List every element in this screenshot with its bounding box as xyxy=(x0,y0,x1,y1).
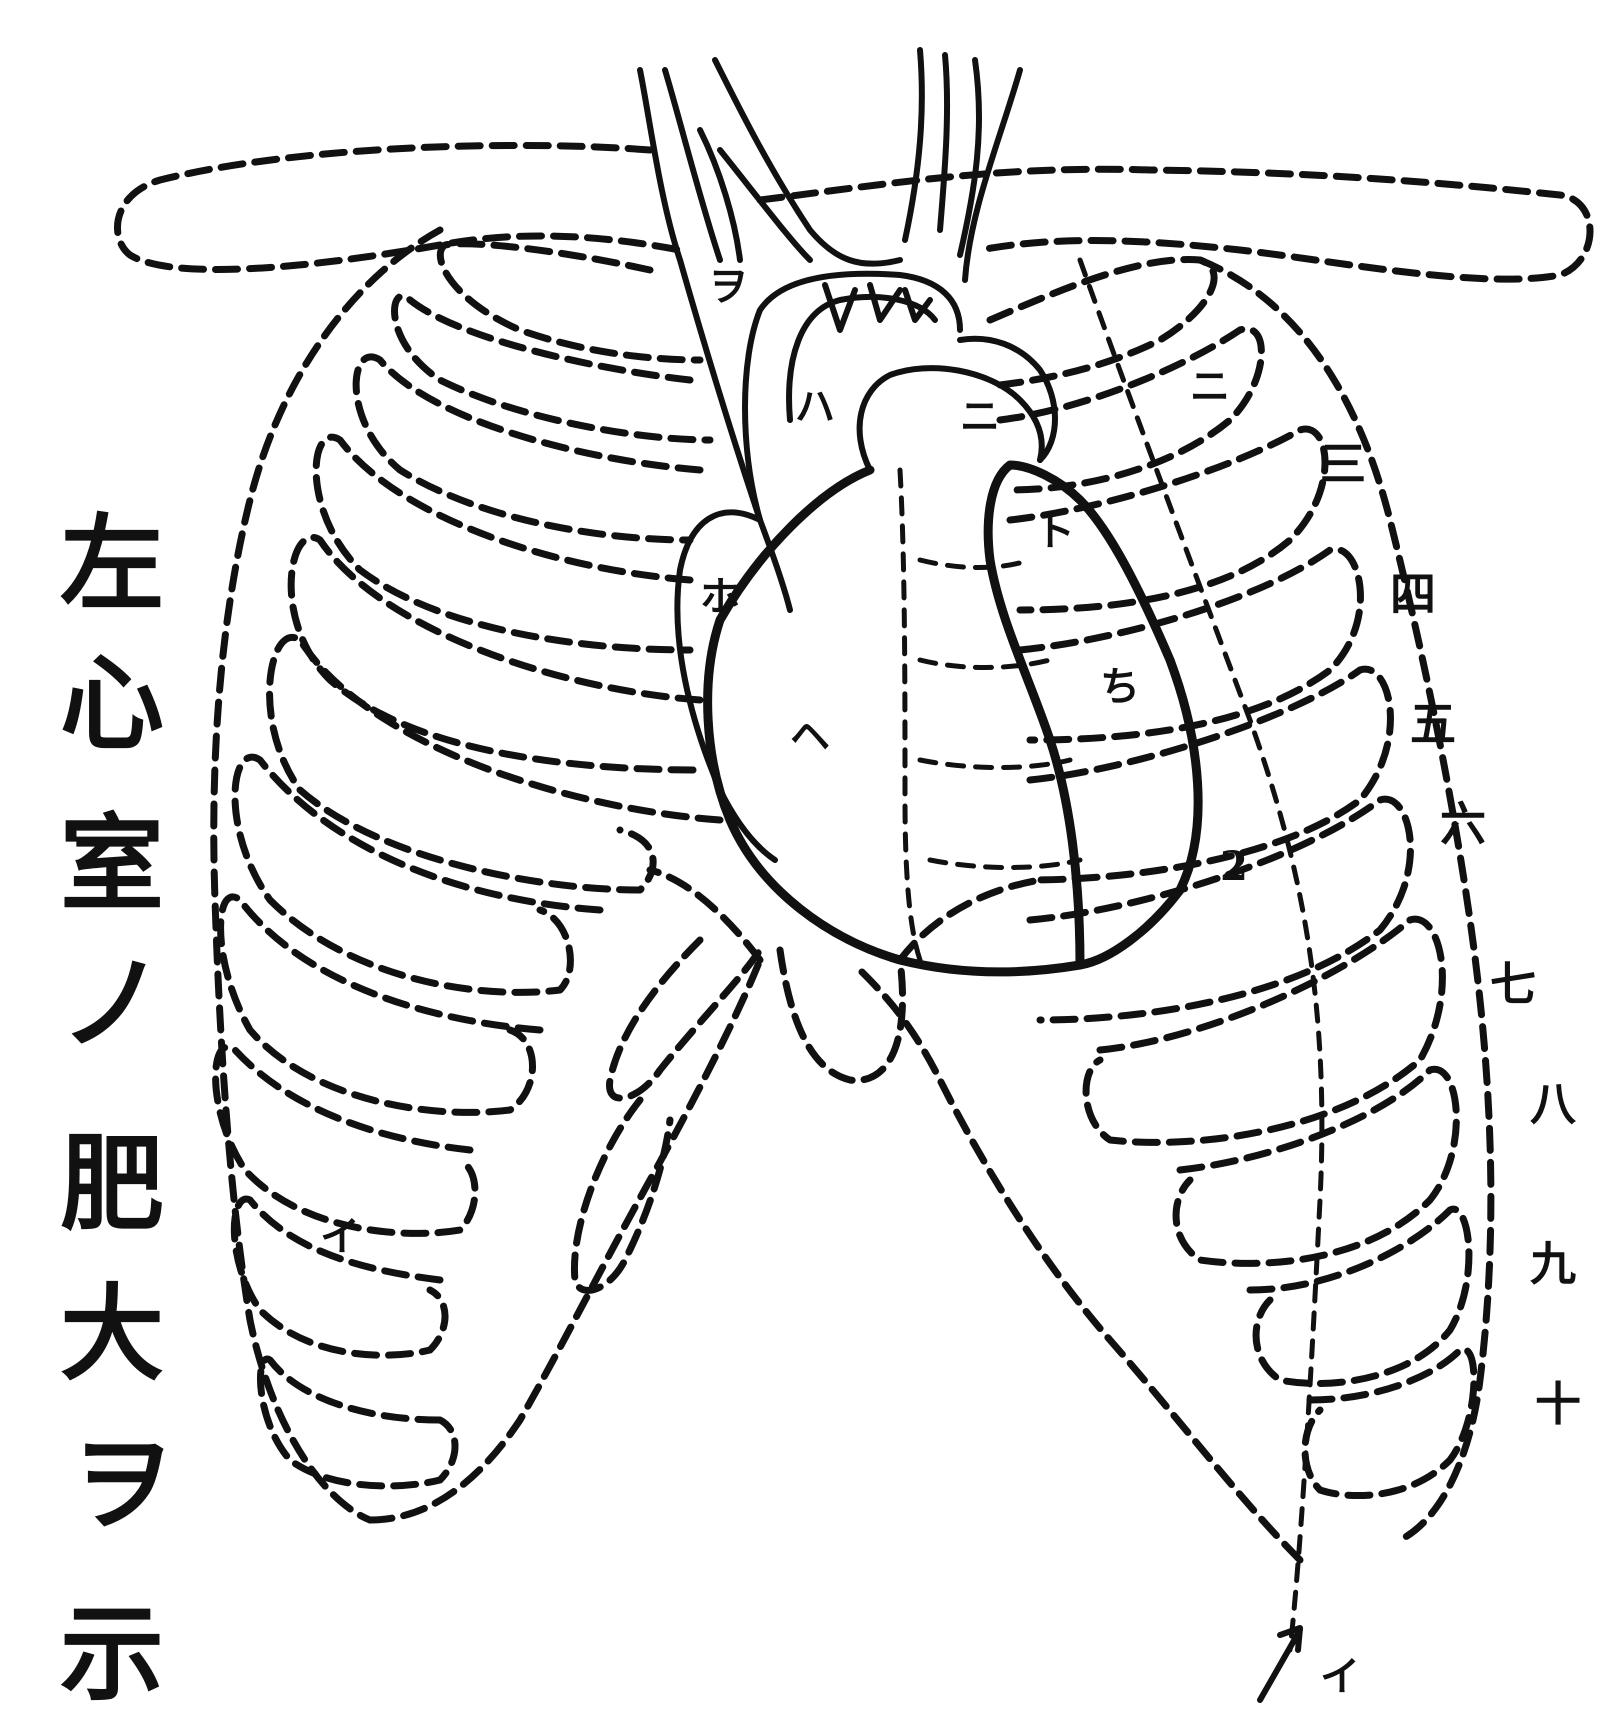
left-ventricle xyxy=(988,465,1198,965)
rib-r1 xyxy=(440,244,700,360)
caption-glyph-4: ノ xyxy=(60,942,164,1065)
central-vessel-1 xyxy=(905,50,922,240)
inner-marks: ヲ ハ ホ ヘ ニ ト ち 2 ニ イ イ xyxy=(320,263,1360,1700)
left-ribs xyxy=(860,260,1491,1650)
aortic-notch-1 xyxy=(825,285,855,330)
mark-left-upper: ト xyxy=(1035,508,1075,555)
rib-r11 xyxy=(260,1359,455,1486)
mark-pulmonary-ribbon: ニ xyxy=(960,393,1000,440)
sternal-rib-left-7 xyxy=(574,1100,670,1290)
mark-vessel-left: ハ xyxy=(795,383,835,430)
rib-r6 xyxy=(270,637,720,890)
sternum-right-edge xyxy=(900,880,1040,960)
rib-l7 xyxy=(1086,919,1442,1142)
rib-label-10: 十 xyxy=(1535,1377,1581,1431)
sternum-left-edge xyxy=(650,870,760,960)
rib-l5 xyxy=(1030,669,1390,880)
rib-r2 xyxy=(395,296,710,440)
rib-label-5: 五 xyxy=(1410,697,1456,751)
mark-rib-low: イ xyxy=(320,1213,360,1260)
sternum xyxy=(574,870,1040,1290)
mark-right-atrium: ホ xyxy=(700,573,740,620)
rib-label-6: 六 xyxy=(1440,797,1486,851)
xiphoid-process xyxy=(780,950,903,1080)
rib-label-7: 七 xyxy=(1490,957,1536,1011)
rib-label-8: 八 xyxy=(1530,1077,1577,1131)
caption-glyph-7: ヲ xyxy=(70,1422,174,1545)
rib-r7 xyxy=(235,757,600,992)
sternal-rib-left-6 xyxy=(610,940,760,1098)
right-subclavian-vessel xyxy=(715,60,900,264)
caption-glyph-6: 大 xyxy=(60,1272,164,1395)
rib-r4 xyxy=(316,437,690,650)
heart-outline xyxy=(708,470,1080,972)
heart xyxy=(677,274,1198,972)
mark-heart-body: ヘ xyxy=(790,713,830,760)
rib-r3 xyxy=(356,357,700,540)
caption-glyph-2: 心 xyxy=(60,642,164,765)
central-vessel-2 xyxy=(940,55,947,230)
mark-rib-small: ニ xyxy=(1190,363,1230,410)
mark-ventricle-number: 2 xyxy=(1220,843,1248,890)
mark-bottom: イ xyxy=(1320,1653,1360,1700)
aortic-notch-2 xyxy=(870,285,900,320)
caption-glyph-8: 示 xyxy=(60,1592,164,1706)
caption-glyph-1: 左 xyxy=(60,502,164,625)
right-chest-wall xyxy=(214,230,440,1520)
rib-l6 xyxy=(1030,799,1410,1020)
caption: 左 心 室 ノ 肥 大 ヲ 示 xyxy=(60,502,174,1706)
right-carotid-vessel xyxy=(640,70,790,610)
septum-line xyxy=(900,470,920,960)
mark-vessel-upper: ヲ xyxy=(708,263,748,310)
right-ribs xyxy=(214,230,760,1520)
mark-ribbon: ち xyxy=(1100,663,1140,710)
rib-l9 xyxy=(1250,1209,1469,1383)
rib-label-4: 四 xyxy=(1390,567,1436,621)
rib-label-3: 三 xyxy=(1320,437,1366,491)
caption-glyph-3: 室 xyxy=(60,802,164,925)
right-costal-margin xyxy=(370,960,760,1520)
bottom-pointer-arrow xyxy=(1260,1628,1300,1700)
caption-glyph-5: 肥 xyxy=(60,1122,164,1245)
right-clavicle xyxy=(118,145,680,269)
rib-label-9: 九 xyxy=(1530,1237,1576,1291)
